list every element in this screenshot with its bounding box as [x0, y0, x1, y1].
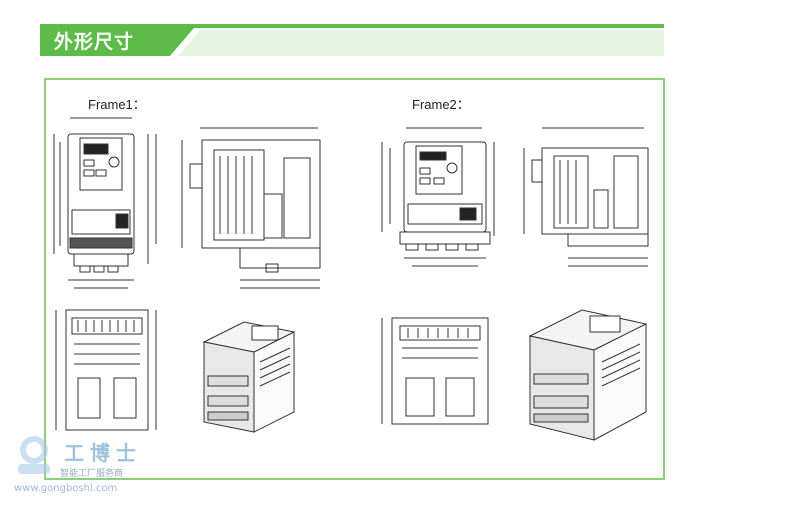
- watermark-logo-text: 工博士: [64, 441, 142, 465]
- frame2-top-view: [381, 317, 489, 425]
- watermark-subtitle: 智能工厂服务商: [60, 469, 124, 479]
- frame1-label: Frame1：: [88, 97, 146, 112]
- frame1-isometric-view: [202, 321, 296, 433]
- frame2-side-view: [523, 127, 649, 267]
- frame1-front-view: [53, 117, 157, 289]
- watermark-url: www.gongboshi.com: [14, 483, 118, 494]
- frame1-side-view: [181, 127, 321, 289]
- frame1-top-view: [55, 309, 157, 431]
- frame2-isometric-view: [528, 309, 648, 441]
- title-bar-background: [40, 24, 664, 56]
- watermark-logo-icon: [18, 436, 50, 474]
- section-title: 外形尺寸: [54, 31, 135, 53]
- section-title-bar: 外形尺寸: [40, 24, 664, 56]
- frame2-label: Frame2：: [412, 97, 470, 112]
- frame2-front-view: [381, 127, 495, 267]
